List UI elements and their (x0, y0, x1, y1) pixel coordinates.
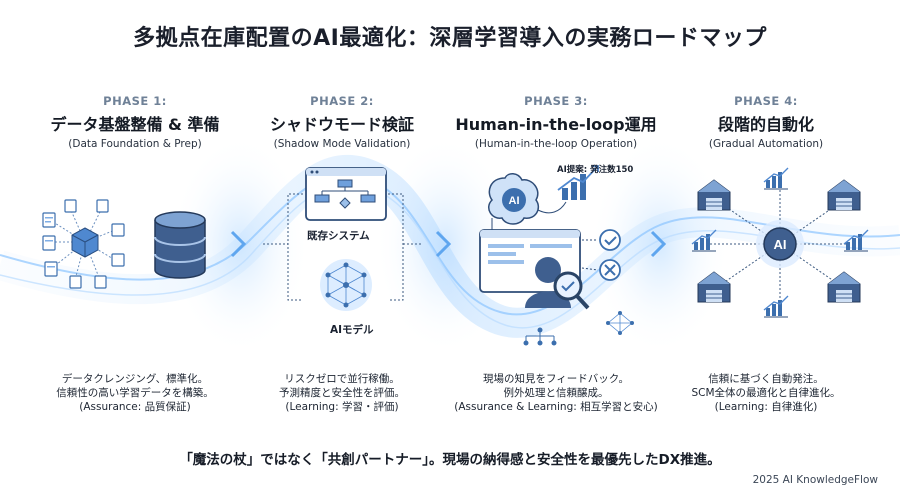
ai-brain-icon (488, 173, 540, 225)
network-graph-icon (606, 311, 634, 335)
ai-model-label: AIモデル (330, 324, 374, 336)
phase-1-label: PHASE 1: (103, 94, 167, 108)
flowchart-window-icon (305, 167, 387, 221)
tagline: 「魔法の杖」ではなく「共創パートナー」。現場の納得感と安全性を最優先したDX推進… (179, 452, 721, 468)
phase-3-desc-line: (Assurance & Learning: 相互学習と安心) (454, 401, 658, 413)
document-icon (42, 199, 125, 289)
phase-4-english: (Gradual Automation) (708, 138, 824, 150)
rising-chart-icon (557, 165, 599, 200)
ai-hub-text: AI (774, 237, 787, 252)
phase-4-name: 段階的自動化 (717, 115, 814, 134)
phase-4-description: 信頼に基づく自動発注。 SCM全体の最適化と自律進化。 (Learning: 自… (661, 372, 871, 414)
phase-2-english: (Shadow Mode Validation) (273, 138, 411, 150)
phase-2-desc-line: リスクゼロで並行稼働。 (284, 373, 400, 385)
phase-1-name: データ基盤整備 & 準備 (50, 115, 220, 134)
phase-3-header: PHASE 3: Human-in-the-loop運用 (Human-in-t… (451, 94, 661, 150)
phase-2-desc-line: (Learning: 学習・評価) (285, 401, 399, 413)
phase-1-desc-line: (Assurance: 品質保証) (79, 401, 191, 413)
hierarchy-tree-icon (523, 327, 557, 346)
phase-4-desc-line: 信頼に基づく自動発注。 (708, 373, 824, 385)
ai-hub-icon (763, 227, 797, 261)
phase-2-description: リスクゼロで並行稼働。 予測精度と安全性を評価。 (Learning: 学習・評… (237, 372, 447, 414)
phase-4-illustration: AI (691, 167, 869, 318)
database-icon (154, 211, 206, 279)
phase-4-label: PHASE 4: (734, 94, 798, 108)
phase-1-illustration (42, 199, 206, 289)
approve-check-icon (599, 229, 621, 251)
page-title: 多拠点在庫配置のAI最適化：深層学習導入の実務ロードマップ (133, 26, 767, 51)
phase-3-description: 現場の知見をフィードバック。 例外処理と信頼醸成。 (Assurance & L… (451, 372, 661, 414)
phase-2-illustration (263, 167, 423, 311)
phase-3-illustration: AI (479, 165, 634, 346)
ai-badge-text: AI (509, 195, 520, 207)
copyright: 2025 AI KnowledgeFlow (752, 474, 878, 486)
data-cube-icon (71, 227, 99, 258)
phase-3-desc-line: 例外処理と信頼醸成。 (503, 387, 609, 399)
phase-3-label: PHASE 3: (524, 94, 588, 108)
neural-network-icon (320, 259, 372, 311)
phase-3-name: Human-in-the-loop運用 (455, 115, 657, 134)
person-magnifier-icon (525, 257, 590, 310)
phase-1-desc-line: データクレンジング、標準化。 (61, 373, 209, 385)
phase-1-desc-line: 信頼性の高い学習データを構築。 (56, 387, 214, 399)
phase-4-desc-line: (Learning: 自律進化) (714, 401, 818, 413)
phase-2-name: シャドウモード検証 (269, 115, 414, 134)
phase-4-desc-line: SCM全体の最適化と自律進化。 (691, 387, 841, 399)
phase-2-label: PHASE 2: (310, 94, 374, 108)
phase-1-header: PHASE 1: データ基盤整備 & 準備 (Data Foundation &… (30, 94, 240, 150)
flow-arrow-2 (435, 230, 452, 258)
existing-system-label: 既存システム (307, 230, 370, 242)
flow-arrow-3 (650, 230, 667, 258)
flow-arrow-1 (230, 230, 247, 258)
phase-4-header: PHASE 4: 段階的自動化 (Gradual Automation) (661, 94, 871, 150)
phase-1-description: データクレンジング、標準化。 信頼性の高い学習データを構築。 (Assuranc… (30, 372, 240, 414)
phase-2-header: PHASE 2: シャドウモード検証 (Shadow Mode Validati… (237, 94, 447, 150)
phase-3-desc-line: 現場の知見をフィードバック。 (483, 373, 629, 385)
phase-3-english: (Human-in-the-loop Operation) (474, 138, 638, 150)
ai-suggestion-note: AI提案: 発注数150 (557, 165, 634, 175)
phase-1-english: (Data Foundation & Prep) (68, 138, 202, 150)
phase-2-desc-line: 予測精度と安全性を評価。 (279, 387, 405, 399)
